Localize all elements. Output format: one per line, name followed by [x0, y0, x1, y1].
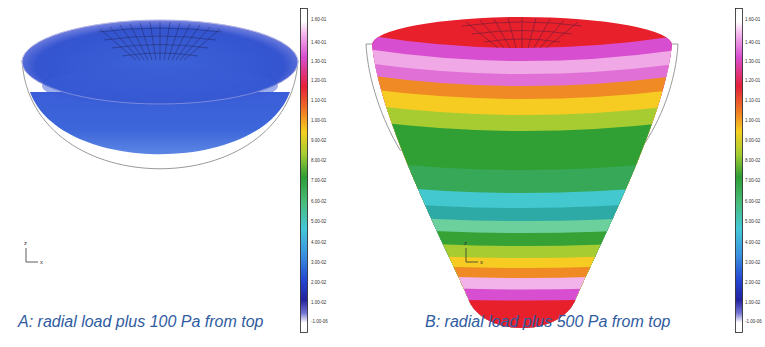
scale-value: 1.00-02	[311, 301, 326, 306]
scale-value: 9.00-02	[311, 139, 326, 144]
scale-value: 5.00-02	[311, 220, 326, 225]
scale-value: 4.00-02	[745, 241, 760, 246]
scale-value: 6.00-02	[311, 200, 326, 205]
scale-value: 3.00-02	[745, 261, 760, 266]
scale-value: 2.00-02	[745, 281, 760, 286]
axis-label: z	[24, 240, 27, 246]
scale-value: 7.00-02	[745, 179, 760, 184]
axis-label: z	[464, 240, 467, 246]
scale-value: 1.40-01	[311, 41, 326, 46]
scale-value: 1.10-01	[311, 99, 326, 104]
scale-value: 1.40-01	[745, 41, 760, 46]
scale-value: -1.00-06	[311, 320, 328, 325]
scale-value: 2.00-02	[311, 281, 326, 286]
scale-value: 8.00-02	[745, 159, 760, 164]
axis-label: x	[40, 259, 43, 265]
scale-value: 1.30-01	[311, 60, 326, 65]
figure-caption: A: radial load plus 100 Pa from top	[18, 313, 263, 331]
scale-value: 8.00-02	[311, 159, 326, 164]
scale-value: 1.60-01	[745, 18, 760, 23]
scale-value: 1.20-01	[311, 79, 326, 84]
scale-value: 4.00-02	[311, 241, 326, 246]
scale-value: 9.00-02	[745, 139, 760, 144]
scale-value: 1.00-02	[745, 301, 760, 306]
scale-value: 1.00-01	[745, 119, 760, 124]
scale-value: 1.10-01	[745, 99, 760, 104]
scale-value: 6.00-02	[745, 200, 760, 205]
scale-value: 3.00-02	[311, 261, 326, 266]
scale-value: 1.60-01	[311, 18, 326, 23]
scale-value: 1.30-01	[745, 60, 760, 65]
scale-value: -1.00-06	[745, 320, 762, 325]
scale-value: 7.00-02	[311, 179, 326, 184]
scale-value: 1.20-01	[745, 79, 760, 84]
scale-value: 5.00-02	[745, 220, 760, 225]
axis-label: x	[480, 259, 483, 265]
scale-value: 1.00-01	[311, 119, 326, 124]
figure-caption: B: radial load plus 500 Pa from top	[425, 313, 670, 331]
